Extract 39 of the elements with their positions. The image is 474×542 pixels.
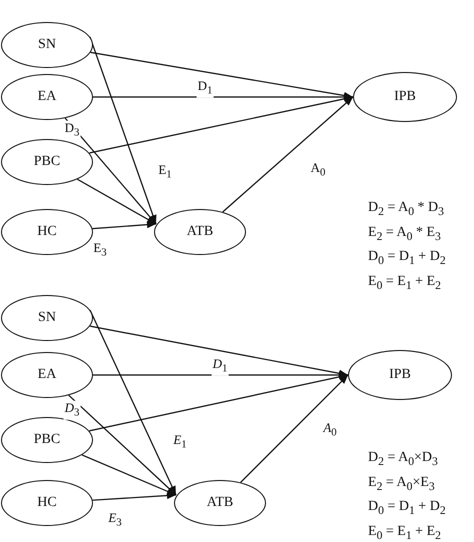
- ellipse-node: PBC: [1, 139, 93, 185]
- arrow: [240, 374, 348, 483]
- arrow: [93, 371, 348, 379]
- ellipse-node: IPB: [348, 350, 452, 400]
- ellipse-node: EA: [1, 352, 93, 398]
- arrow: [92, 221, 156, 230]
- arrow: [77, 178, 156, 225]
- edge-label: D$_{1}$: [212, 356, 228, 376]
- edge-label: D$_{3}$: [64, 400, 80, 420]
- arrow: [90, 326, 348, 377]
- ellipse-node: ATB: [174, 480, 266, 526]
- arrow: [92, 492, 176, 501]
- edge-label: D$_{3}$: [64, 120, 80, 140]
- equation: D$_{2}$ = A$_{0}$ * D$_{3}$: [368, 200, 444, 218]
- equation: D$_{2}$ = A$_{0}$×D$_{3}$: [368, 450, 438, 468]
- arrow: [89, 95, 354, 154]
- ellipse-node: HC: [1, 209, 93, 255]
- arrow: [93, 93, 353, 101]
- edge-label: D$_{1}$: [196, 78, 214, 98]
- equation: E$_{2}$ = A$_{0}$ * E$_{3}$: [368, 225, 441, 243]
- arrow: [89, 310, 177, 496]
- ellipse-node: PBC: [1, 417, 93, 463]
- arrow: [90, 52, 354, 100]
- equation: E$_{0}$ = E$_{1}$ + E$_{2}$: [368, 274, 441, 292]
- arrow: [222, 96, 354, 212]
- equation: E$_{0}$ = E$_{1}$ + E$_{2}$: [368, 524, 441, 542]
- arrow: [68, 394, 176, 496]
- equation: E$_{2}$ = A$_{0}$×E$_{3}$: [368, 475, 435, 493]
- ellipse-node: SN: [1, 22, 93, 68]
- ellipse-node: SN: [1, 295, 93, 341]
- arrow: [82, 454, 176, 496]
- ellipse-node: HC: [1, 480, 93, 526]
- arrow: [89, 373, 348, 432]
- ellipse-node: IPB: [353, 72, 457, 122]
- equation: D$_{0}$ = D$_{1}$ + D$_{2}$: [368, 499, 446, 517]
- ellipse-node: EA: [1, 74, 93, 120]
- arrow: [64, 118, 156, 224]
- ellipse-node: ATB: [154, 209, 246, 255]
- equation: D$_{0}$ = D$_{1}$ + D$_{2}$: [368, 249, 446, 267]
